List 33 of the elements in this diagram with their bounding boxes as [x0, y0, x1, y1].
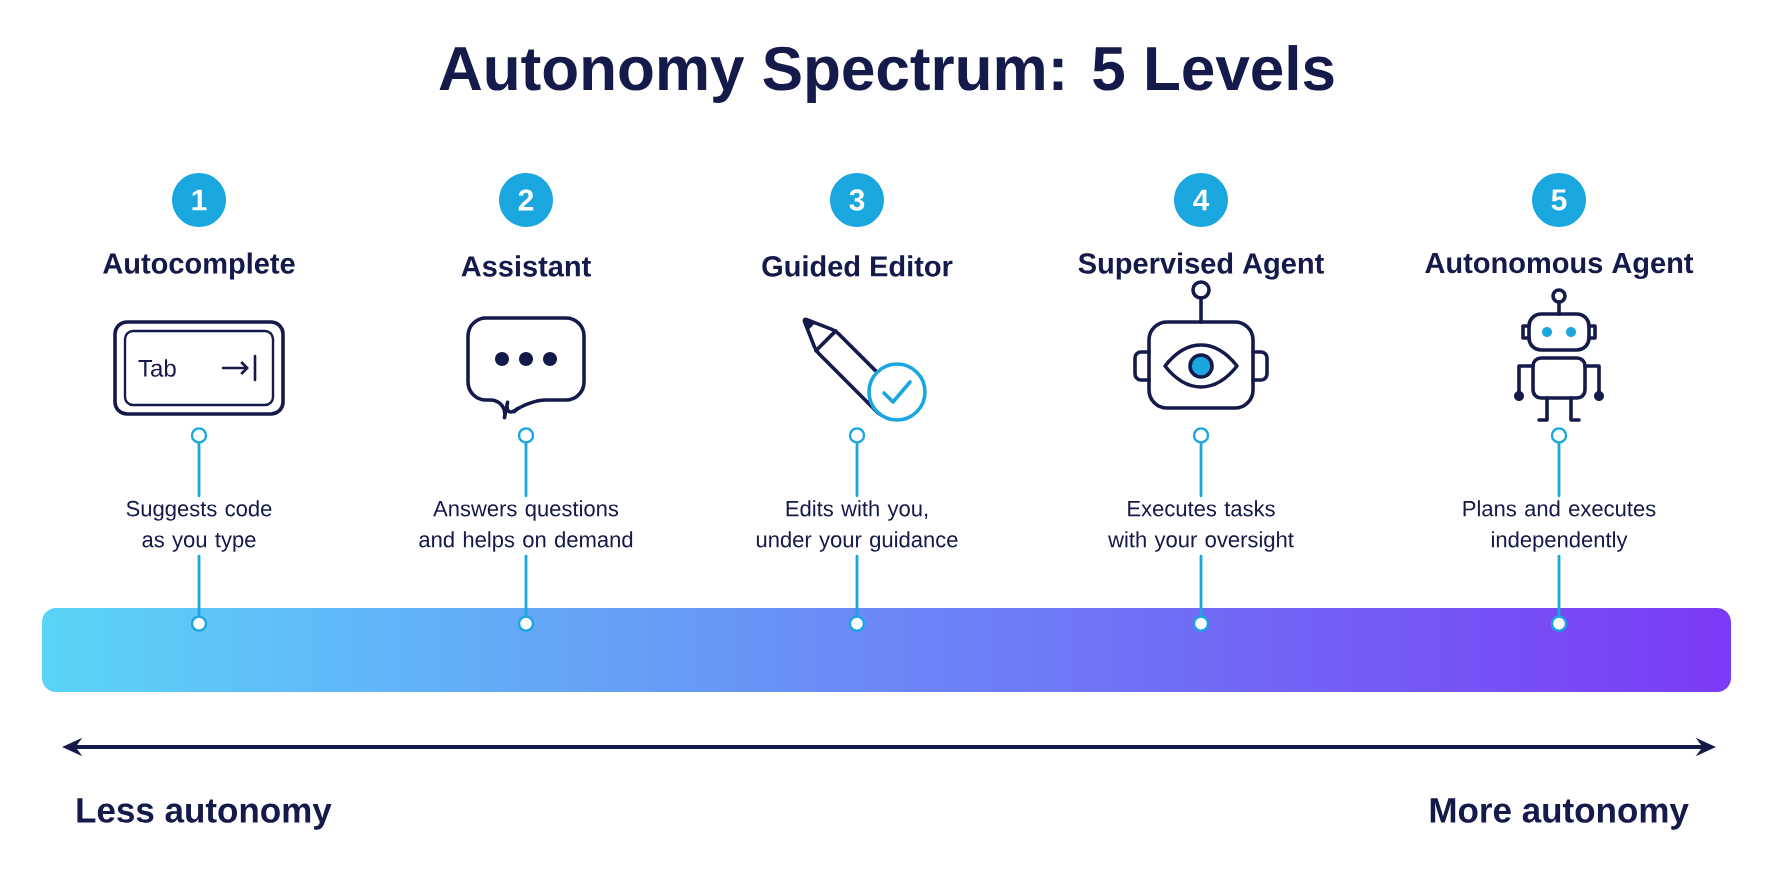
description: Edits with you, under your guidance: [756, 500, 958, 552]
connector-line: [848, 554, 866, 632]
connector-line: [1550, 554, 1568, 632]
description: Suggests code as you type: [126, 500, 272, 552]
robot-eye-icon: [1133, 280, 1269, 410]
robot-icon: [1514, 288, 1604, 422]
scale-label: More autonomy: [1430, 798, 1689, 830]
title: Autonomy Spectrum: 5 Levels: [439, 45, 1334, 103]
description: Answers questions and helps on demand: [419, 500, 633, 552]
connector-line: [1192, 427, 1210, 498]
level-title: Guided Editor: [762, 255, 953, 277]
number-badge: 5: [1532, 173, 1586, 227]
connector-line: [848, 427, 866, 498]
level-title: Autocomplete: [103, 252, 295, 280]
connector-line: [190, 554, 208, 632]
connector-line: [517, 427, 535, 498]
description: Executes tasks with your oversight: [1108, 500, 1294, 552]
level-title: Assistant: [461, 255, 591, 277]
connector-line: [517, 554, 535, 632]
connector-line: [190, 427, 208, 498]
number-badge: 3: [830, 173, 884, 227]
connector-line: [1550, 427, 1568, 498]
level-title: Autonomous Agent: [1425, 252, 1694, 280]
description: Plans and executes independently: [1463, 500, 1656, 552]
pencil-check-icon: [802, 317, 927, 422]
number-badge: 4: [1174, 173, 1228, 227]
chat-bubble-icon: [466, 316, 586, 420]
scale-label: Less autonomy: [77, 798, 332, 830]
spectrum-bar: [42, 608, 1731, 692]
connector-line: [1192, 554, 1210, 632]
number-badge: 1: [172, 173, 226, 227]
level-title: Supervised Agent: [1078, 252, 1324, 280]
number-badge: 2: [499, 173, 553, 227]
